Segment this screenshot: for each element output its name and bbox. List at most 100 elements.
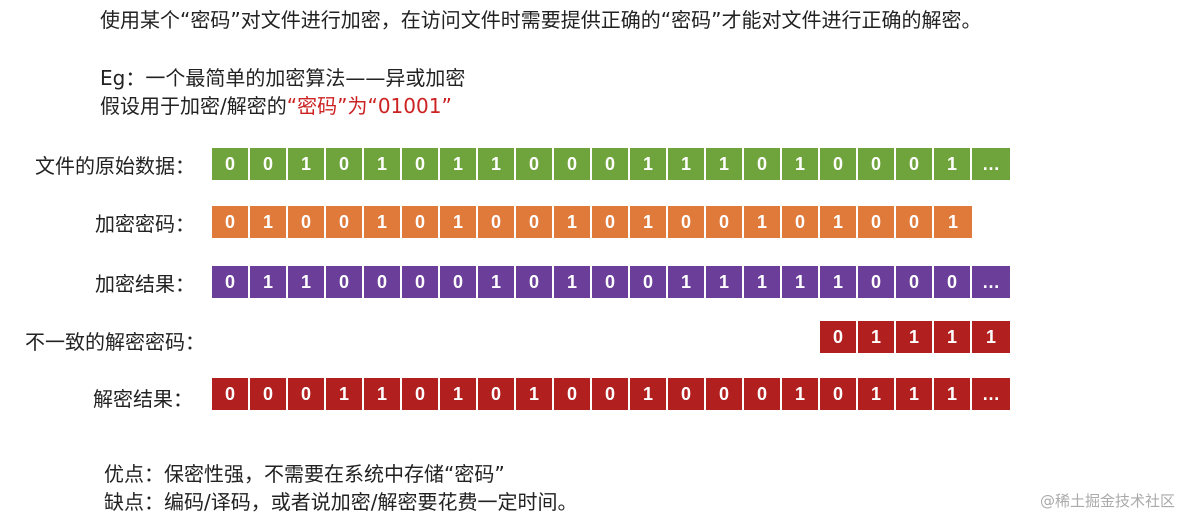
- bit-cell: 1: [630, 378, 668, 410]
- bit-cell: 0: [212, 266, 250, 298]
- bit-cell: 0: [440, 266, 478, 298]
- assumption-line: 假设用于加密/解密的“密码”为“01001”: [100, 90, 452, 119]
- row-label-encrypted: 加密结果：: [95, 272, 195, 296]
- bit-cell: 0: [744, 148, 782, 180]
- bit-cell: 0: [326, 266, 364, 298]
- bit-cell: 0: [934, 266, 972, 298]
- bit-cell: 0: [896, 266, 934, 298]
- bit-cell: 1: [478, 266, 516, 298]
- bit-cell: 0: [516, 148, 554, 180]
- bit-cell: 1: [858, 378, 896, 410]
- row-label-key: 加密密码：: [95, 212, 195, 236]
- bit-cell: 0: [250, 148, 288, 180]
- bit-cell: 0: [668, 206, 706, 238]
- bit-cell: 0: [212, 148, 250, 180]
- row-label-original: 文件的原始数据：: [35, 154, 195, 178]
- ellipsis-cell: …: [972, 378, 1010, 410]
- bit-cell: 1: [934, 378, 972, 410]
- bit-cell: 0: [706, 206, 744, 238]
- bit-cell: 1: [250, 206, 288, 238]
- bit-cell: 0: [554, 148, 592, 180]
- bit-cell: 1: [820, 206, 858, 238]
- password-highlight: “密码”为“01001”: [286, 94, 452, 118]
- bit-cell: 0: [516, 266, 554, 298]
- bit-cell: 1: [934, 148, 972, 180]
- bit-cell: 1: [820, 266, 858, 298]
- bit-cell: 0: [592, 378, 630, 410]
- bit-cell: 0: [668, 378, 706, 410]
- bit-cell: 1: [668, 148, 706, 180]
- bit-cell: 1: [744, 266, 782, 298]
- bit-cell: 1: [630, 148, 668, 180]
- bit-cell: 0: [478, 378, 516, 410]
- bit-cell: 0: [782, 206, 820, 238]
- bit-cell: 1: [934, 206, 972, 238]
- bit-cell: 1: [516, 378, 554, 410]
- bit-cell: 1: [364, 378, 402, 410]
- bit-cell: 1: [440, 148, 478, 180]
- bit-cell: 0: [402, 378, 440, 410]
- bit-cell: 1: [782, 148, 820, 180]
- bit-cell: 1: [782, 378, 820, 410]
- bit-cell: 1: [250, 266, 288, 298]
- example-title: Eg：一个最简单的加密算法——异或加密: [100, 66, 466, 90]
- row-label-wrong-key: 不一致的解密密码：: [25, 330, 205, 354]
- bit-cell: 0: [592, 148, 630, 180]
- bit-cell: 0: [250, 378, 288, 410]
- bit-cell: 1: [782, 266, 820, 298]
- bit-cell: 0: [212, 206, 250, 238]
- ellipsis-cell: …: [972, 148, 1010, 180]
- bit-cell: 1: [668, 266, 706, 298]
- bit-cell: 0: [592, 206, 630, 238]
- bit-cell: 0: [858, 206, 896, 238]
- bit-cell: 0: [402, 206, 440, 238]
- bit-cell: 1: [706, 148, 744, 180]
- bit-cell: 0: [212, 378, 250, 410]
- bit-cell: 0: [820, 148, 858, 180]
- bit-cell: 1: [630, 206, 668, 238]
- bit-cell: 1: [440, 378, 478, 410]
- bit-cell: 1: [934, 321, 972, 353]
- bit-cell: 0: [592, 266, 630, 298]
- intro-line: 使用某个“密码”对文件进行加密，在访问文件时需要提供正确的“密码”才能对文件进行…: [100, 8, 982, 32]
- bit-cell: 0: [288, 378, 326, 410]
- bit-cell: 1: [896, 321, 934, 353]
- bit-cell: 0: [706, 378, 744, 410]
- bit-cell: 0: [858, 148, 896, 180]
- bit-cell: 1: [478, 148, 516, 180]
- bit-cell: 0: [744, 378, 782, 410]
- bit-cell: 0: [896, 148, 934, 180]
- bit-cell: 1: [554, 206, 592, 238]
- bit-cell: 0: [820, 378, 858, 410]
- assumption-text: 假设用于加密/解密的: [100, 94, 287, 118]
- bit-cell: 0: [478, 206, 516, 238]
- bit-cell: 0: [402, 148, 440, 180]
- bit-cell: 1: [744, 206, 782, 238]
- bit-cell: 0: [326, 206, 364, 238]
- bit-cell: 1: [288, 148, 326, 180]
- bit-cell: 0: [516, 206, 554, 238]
- bit-cell: 0: [858, 266, 896, 298]
- bit-cell: 1: [364, 148, 402, 180]
- bit-cell: 0: [896, 206, 934, 238]
- cons-text: 缺点：编码/译码，或者说加密/解密要花费一定时间。: [104, 490, 578, 514]
- bit-cell: 0: [288, 206, 326, 238]
- bit-cell: 1: [364, 206, 402, 238]
- bit-cell: 1: [972, 321, 1010, 353]
- bit-cell: 1: [706, 266, 744, 298]
- pros-text: 优点：保密性强，不需要在系统中存储“密码”: [104, 462, 505, 486]
- bit-cell: 0: [630, 266, 668, 298]
- bit-cell: 1: [858, 321, 896, 353]
- bit-cell: 0: [402, 266, 440, 298]
- bit-cell: 0: [554, 378, 592, 410]
- bit-cell: 1: [326, 378, 364, 410]
- bit-cell: 0: [364, 266, 402, 298]
- bit-cell: 1: [288, 266, 326, 298]
- ellipsis-cell: …: [972, 266, 1010, 298]
- watermark: @稀土掘金技术社区: [1039, 492, 1175, 510]
